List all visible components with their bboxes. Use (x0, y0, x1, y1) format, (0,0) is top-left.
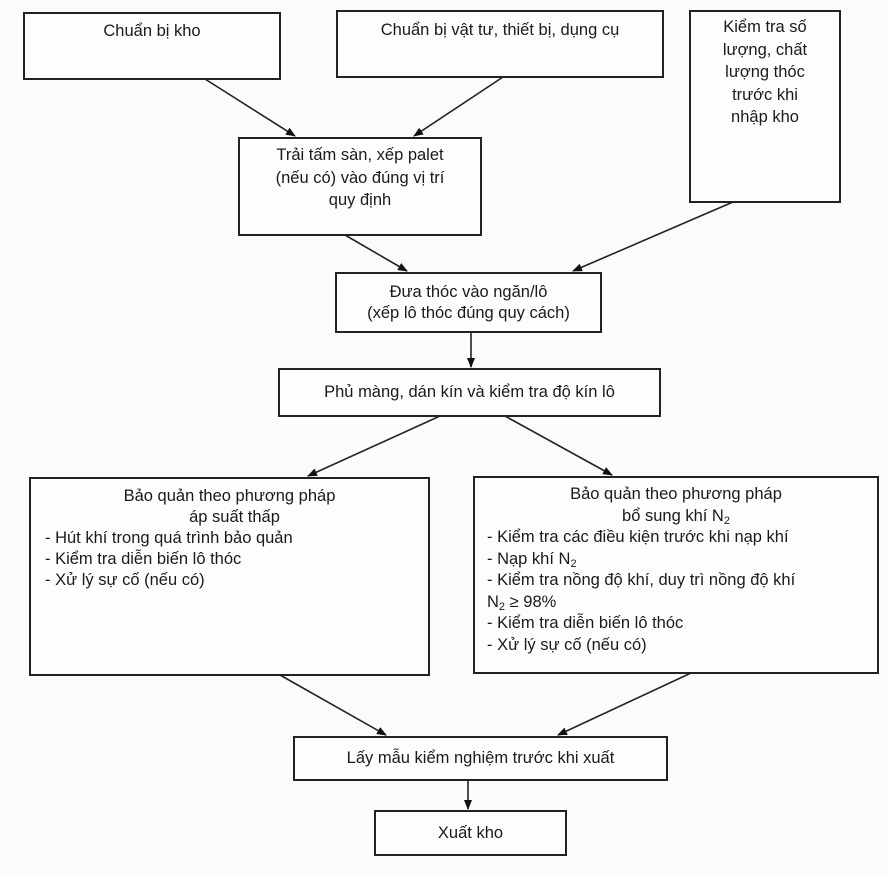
step-text: - Nạp khí N (487, 549, 571, 568)
node-title-line: áp suất thấp (189, 508, 280, 526)
node-text: Phủ màng, dán kín và kiểm tra độ kín lô (324, 383, 615, 401)
node-check-paddy: Kiểm tra số lượng, chất lượng thóc trước… (689, 10, 841, 203)
node-step: - Kiểm tra diễn biến lô thóc (45, 550, 242, 568)
node-text: Lấy mẫu kiểm nghiệm trước khi xuất (346, 749, 615, 767)
arrow-seal-lot-to-nitrogen (504, 415, 613, 476)
node-load-paddy: Đưa thóc vào ngăn/lô (xếp lô thóc đúng q… (335, 272, 602, 333)
node-line: (xếp lô thóc đúng quy cách) (367, 304, 570, 322)
subscript: 2 (570, 557, 577, 570)
step-text: - Kiểm tra nồng độ khí, duy trì nồng độ … (487, 571, 796, 589)
node-line: lượng, chất (722, 40, 808, 59)
arrow-prepare-warehouse-to-lay-pallets (204, 78, 296, 137)
node-step: - Nạp khí N2 (487, 549, 877, 571)
node-title-line: Bảo quản theo phương pháp (123, 487, 336, 505)
node-prepare-materials: Chuẩn bị vật tư, thiết bị, dụng cụ (336, 10, 664, 78)
arrow-lay-pallets-to-load-paddy (344, 234, 408, 272)
node-dispatch: Xuất kho (374, 810, 567, 856)
node-seal-lot: Phủ màng, dán kín và kiểm tra độ kín lô (278, 368, 661, 417)
arrow-seal-lot-to-low-pressure (307, 415, 441, 477)
node-step: - Xử lý sự cố (nếu có) (487, 635, 877, 657)
node-sampling: Lấy mẫu kiểm nghiệm trước khi xuất (293, 736, 668, 781)
node-step: - Kiểm tra các điều kiện trước khi nạp k… (487, 527, 877, 549)
node-title-line: Bảo quản theo phương pháp (570, 485, 782, 503)
node-line: trước khi (732, 85, 798, 104)
node-line: Đưa thóc vào ngăn/lô (389, 283, 548, 301)
step-text: N (487, 592, 499, 611)
node-low-pressure: Bảo quản theo phương pháp áp suất thấp -… (29, 477, 430, 676)
node-step: - Kiểm tra diễn biến lô thóc (487, 613, 877, 635)
node-title-text: bổ sung khí N (622, 506, 724, 525)
step-text: - Kiểm tra các điều kiện trước khi nạp k… (487, 528, 789, 546)
node-text: Chuẩn bị vật tư, thiết bị, dụng cụ (380, 21, 620, 39)
node-step: - Kiểm tra nồng độ khí, duy trì nồng độ … (487, 570, 877, 592)
node-line: nhập kho (731, 108, 799, 126)
node-step-list: - Kiểm tra các điều kiện trước khi nạp k… (487, 527, 877, 656)
node-title: Bảo quản theo phương pháp bổ sung khí N2 (475, 484, 877, 527)
subscript: 2 (723, 514, 730, 527)
step-text: ≥ 98% (505, 592, 557, 611)
node-text: Chuẩn bị kho (103, 22, 201, 40)
node-prepare-warehouse: Chuẩn bị kho (23, 12, 281, 80)
node-step-list: - Hút khí trong quá trình bảo quản - Kiể… (45, 528, 428, 591)
arrow-nitrogen-to-sampling (557, 672, 692, 736)
node-step: N2 ≥ 98% (487, 592, 877, 614)
node-lay-pallets: Trải tấm sàn, xếp palet (nếu có) vào đún… (238, 137, 482, 236)
node-line: Trải tấm sàn, xếp palet (276, 146, 444, 164)
node-step: - Hút khí trong quá trình bảo quản (45, 529, 293, 547)
step-text: - Xử lý sự cố (nếu có) (487, 635, 647, 654)
node-nitrogen: Bảo quản theo phương pháp bổ sung khí N2… (473, 476, 879, 674)
node-line: quy định (328, 191, 392, 209)
subscript: 2 (498, 600, 506, 613)
node-step: - Xử lý sự cố (nếu có) (45, 571, 205, 589)
arrow-prepare-materials-to-lay-pallets (413, 76, 504, 137)
node-title-line: bổ sung khí N2 (475, 506, 877, 528)
arrow-low-pressure-to-sampling (279, 674, 387, 736)
node-line: lượng thóc (725, 63, 805, 81)
node-line: (nếu có) vào đúng vị trí (275, 168, 445, 187)
node-line: Kiểm tra số (723, 18, 807, 36)
arrow-check-paddy-to-load-paddy (572, 201, 734, 272)
step-text: - Kiểm tra diễn biến lô thóc (487, 614, 684, 632)
node-text: Xuất kho (437, 824, 504, 842)
node-title: Bảo quản theo phương pháp áp suất thấp (31, 486, 428, 528)
